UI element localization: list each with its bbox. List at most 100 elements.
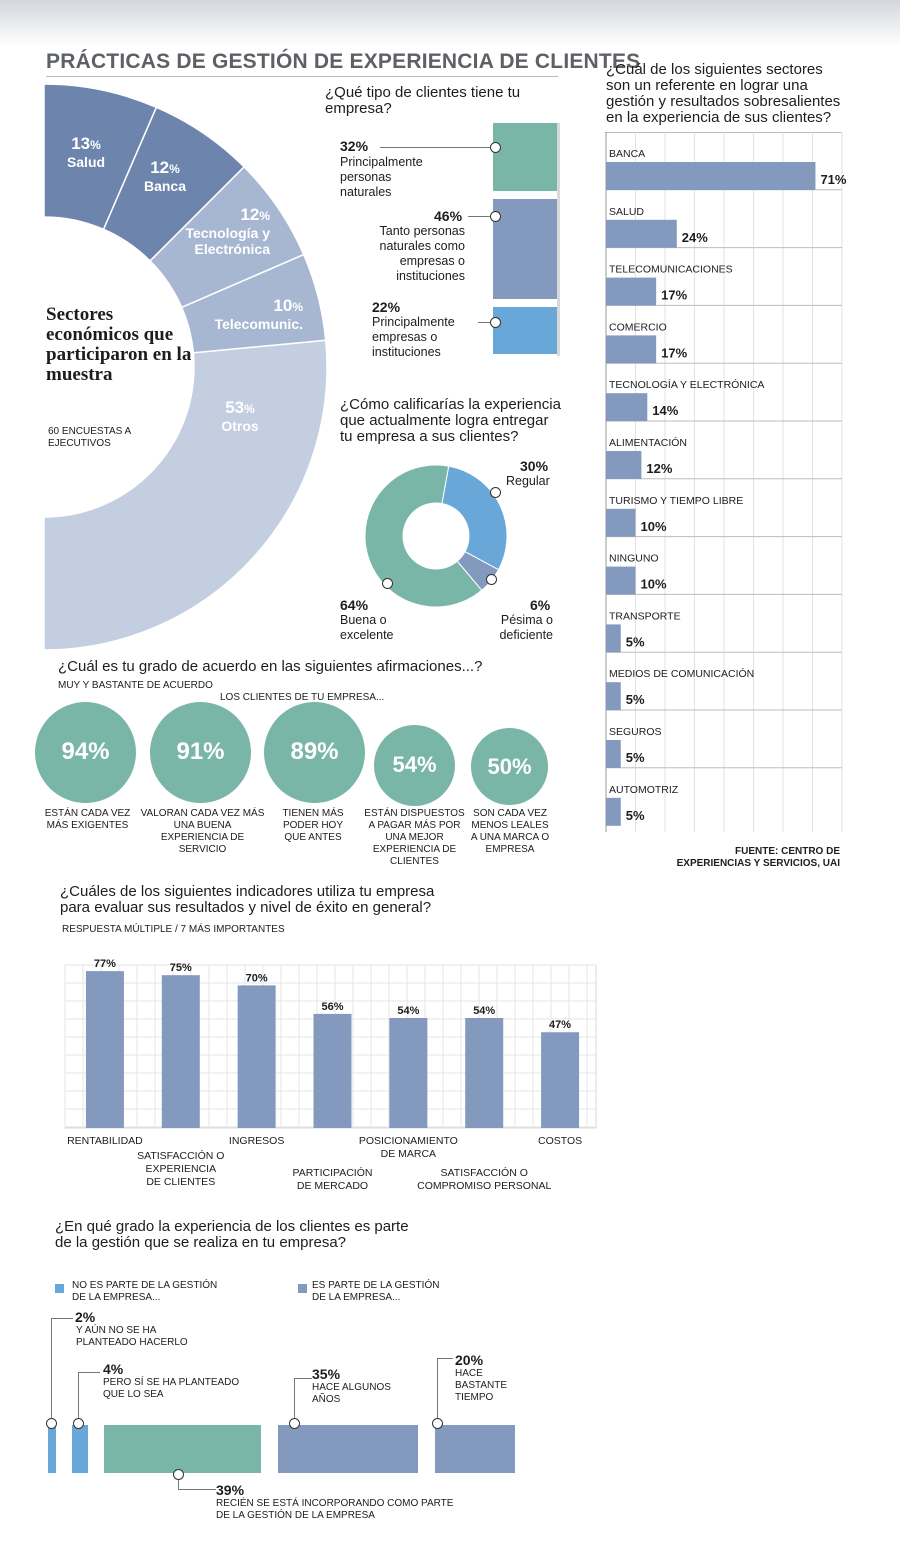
agreement-pct-2: 91% <box>176 738 225 765</box>
agreement-note: MUY Y BASTANTE DE ACUERDO <box>58 680 213 691</box>
agreement-subhead: LOS CLIENTES DE TU EMPRESA... <box>220 692 385 703</box>
agreement-pct-4: 54% <box>392 752 437 777</box>
connector <box>178 1489 216 1490</box>
connector-dot <box>289 1418 300 1429</box>
ref-value-label: 12% <box>646 461 672 476</box>
agreement-circle-5 <box>471 728 548 805</box>
ref-bar <box>606 451 642 479</box>
ref-value-label: 24% <box>682 230 708 245</box>
indicator-value-label: 56% <box>321 1001 343 1013</box>
ref-value-label: 10% <box>641 577 667 592</box>
indicator-value-label: 54% <box>397 1005 419 1017</box>
agreement-pct-5: 50% <box>487 754 532 779</box>
ref-bar <box>606 740 621 768</box>
ref-bar <box>606 508 636 537</box>
integration-label-3: RECIÉN SE ESTÁ INCORPORANDO COMO PARTE D… <box>216 1498 454 1521</box>
sectors-title: Sectores económicos que participaron en … <box>46 304 192 385</box>
integration-bar-2 <box>72 1425 88 1473</box>
sector-label-telecom: 10% Telecomunic. <box>214 296 303 332</box>
client-type-block-3 <box>493 307 557 354</box>
ref-bar <box>606 566 636 595</box>
indicator-category-label: INGRESOS <box>229 1135 284 1147</box>
connector <box>51 1318 73 1319</box>
sectors-pie <box>43 83 328 651</box>
agreement-circle-1 <box>35 702 136 803</box>
client-type-shadow <box>557 123 560 356</box>
ref-category-label: AUTOMOTRIZ <box>609 784 679 796</box>
integration-label-2: PERO SÍ SE HA PLANTEADO QUE LO SEA <box>103 1377 240 1400</box>
rating-pct-regular: 30% <box>520 458 549 474</box>
ref-bar <box>606 624 621 653</box>
client-type-block-1 <box>493 123 557 191</box>
agreement-circle-4 <box>374 725 455 806</box>
ref-category-label: TURISMO Y TIEMPO LIBRE <box>609 495 743 507</box>
connector-dot <box>490 487 501 498</box>
indicator-value-label: 70% <box>246 972 268 984</box>
integration-bar-5 <box>435 1425 515 1473</box>
client-type-question: ¿Qué tipo de clientes tiene tu empresa? <box>325 84 521 117</box>
integration-bar-4 <box>278 1425 418 1473</box>
agreement-label-4: ESTÁN DISPUESTOS A PAGAR MÁS POR UNA MEJ… <box>364 808 465 867</box>
agreement-circle-2 <box>150 702 251 803</box>
ref-category-label: SALUD <box>609 206 644 218</box>
ref-category-label: TECNOLOGÍA Y ELECTRÓNICA <box>609 378 764 391</box>
ref-value-label: 5% <box>626 692 645 707</box>
agreement-label-3: TIENEN MÁS PODER HOY QUE ANTES <box>282 808 344 843</box>
legend-is: ES PARTE DE LA GESTIÓN DE LA EMPRESA... <box>312 1280 440 1303</box>
client-type-pct-2: 46% <box>434 208 463 224</box>
integration-pct-5: 20% <box>455 1352 484 1368</box>
agreement-label-2: VALORAN CADA VEZ MÁS UNA BUENA EXPERIENC… <box>140 808 265 855</box>
connector <box>78 1372 79 1424</box>
indicator-value-label: 47% <box>549 1019 571 1031</box>
integration-pct-4: 35% <box>312 1366 341 1382</box>
ref-bar <box>606 277 657 306</box>
ref-category-label: COMERCIO <box>609 321 667 333</box>
integration-pct-2: 4% <box>103 1361 124 1377</box>
ref-category-label: BANCA <box>609 148 645 160</box>
client-type-pct-3: 22% <box>372 299 401 315</box>
agreement-question: ¿Cuál es tu grado de acuerdo en las sigu… <box>58 658 483 675</box>
ref-bar <box>606 393 648 422</box>
client-type-label-3: Principalmente empresas o instituciones <box>372 315 455 359</box>
indicator-value-label: 75% <box>170 962 192 974</box>
legend-not: NO ES PARTE DE LA GESTIÓN DE LA EMPRESA.… <box>72 1280 218 1303</box>
indicator-category-label: RENTABILIDAD <box>67 1135 143 1147</box>
source-note: FUENTE: CENTRO DE EXPERIENCIAS Y SERVICI… <box>676 846 840 869</box>
connector-dot <box>490 317 501 328</box>
indicator-bar <box>161 975 200 1128</box>
ref-bar <box>606 682 621 711</box>
agreement-circle-3 <box>264 702 365 803</box>
ref-category-label: ALIMENTACIÓN <box>609 436 687 449</box>
agreement-pct-3: 89% <box>290 738 339 765</box>
ref-value-label: 17% <box>661 288 687 303</box>
sector-label-tecnologia: 12% Tecnología y Electrónica <box>185 205 270 257</box>
integration-pct-3: 39% <box>216 1482 245 1498</box>
connector <box>294 1378 295 1423</box>
indicator-category-label: COSTOS <box>538 1135 582 1147</box>
title-rule <box>46 76 558 77</box>
ref-category-label: TRANSPORTE <box>609 610 681 622</box>
legend-swatch-not <box>55 1284 64 1293</box>
sectors-note: 60 ENCUESTAS A EJECUTIVOS <box>48 426 131 449</box>
indicators-note: RESPUESTA MÚLTIPLE / 7 MÁS IMPORTANTES <box>62 924 285 935</box>
rating-question: ¿Cómo calificarías la experiencia que ac… <box>340 396 561 445</box>
ref-value-label: 5% <box>626 750 645 765</box>
rating-pct-buena: 64% <box>340 597 369 613</box>
connector <box>380 147 495 148</box>
rating-pct-pesima: 6% <box>530 597 551 613</box>
integration-pct-1: 2% <box>75 1309 96 1325</box>
ref-value-label: 71% <box>820 172 846 187</box>
indicator-bar <box>313 1013 352 1128</box>
indicators-question: ¿Cuáles de los siguientes indicadores ut… <box>60 883 435 916</box>
ref-category-label: MEDIOS DE COMUNICACIÓN <box>609 667 754 680</box>
indicator-value-label: 54% <box>473 1005 495 1017</box>
ref-value-label: 5% <box>626 808 645 823</box>
indicator-value-label: 77% <box>94 958 116 970</box>
indicator-bar <box>85 971 124 1128</box>
ref-category-label: NINGUNO <box>609 553 659 565</box>
connector <box>294 1378 312 1379</box>
agreement-label-1: ESTÁN CADA VEZ MÁS EXIGENTES <box>44 808 131 831</box>
